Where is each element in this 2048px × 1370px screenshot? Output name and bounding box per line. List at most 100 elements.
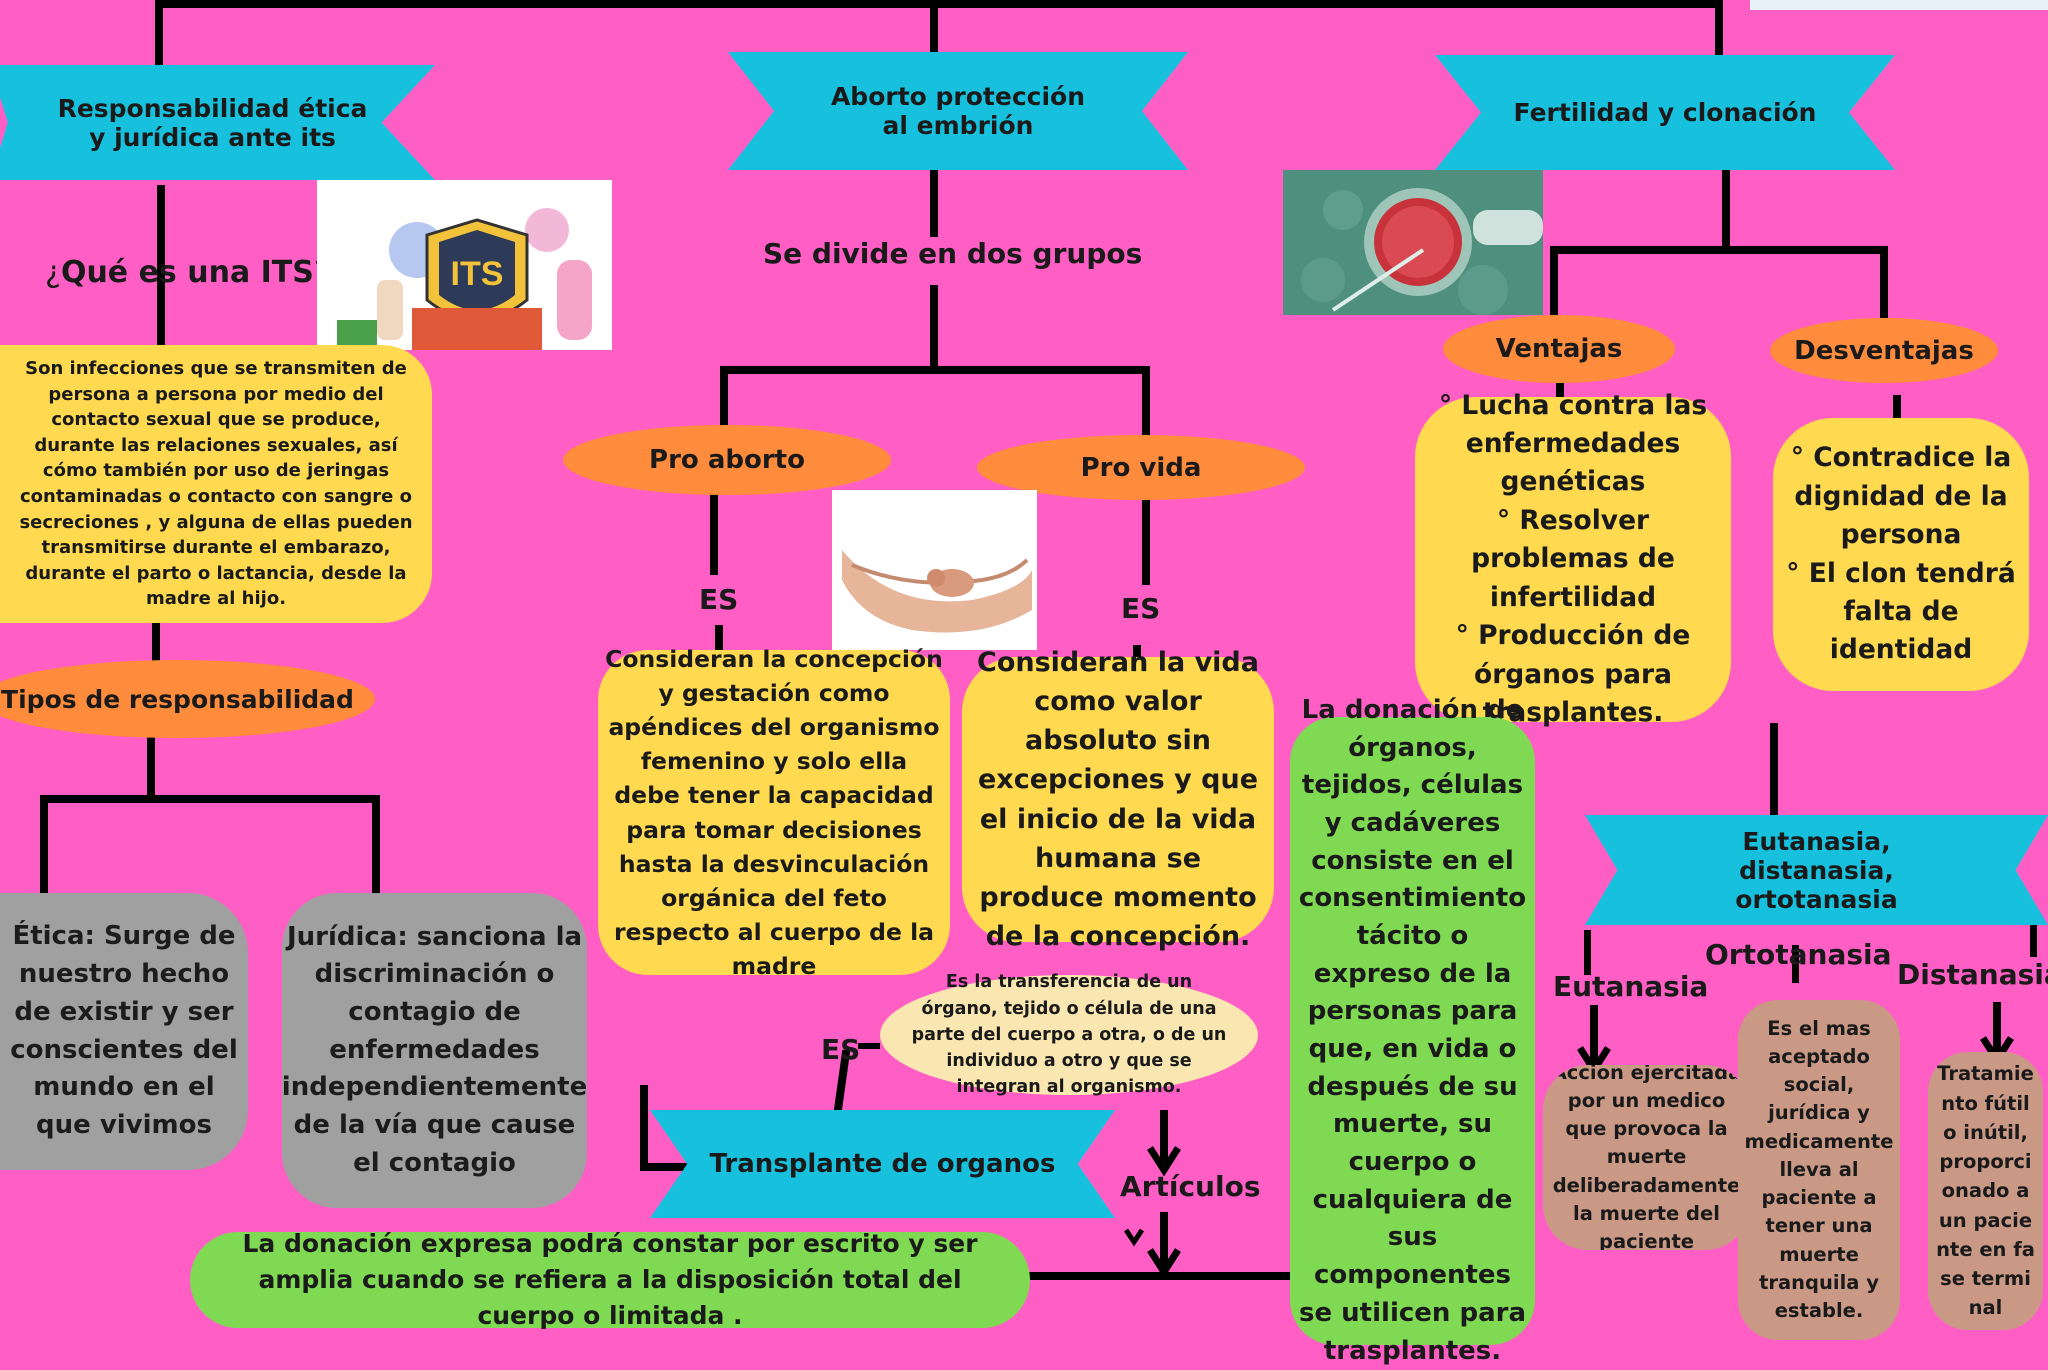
distanasia-label: Distanasia: [1897, 958, 2048, 991]
ventajas-box: ° Lucha contra las enfermedades genética…: [1415, 390, 1731, 728]
connector: [930, 165, 938, 237]
articulos-label: Artículos: [1120, 1170, 1261, 1203]
juridica-box: Jurídica: sanciona la discriminación o c…: [282, 893, 587, 1208]
desventajas-oval: Desventajas: [1770, 318, 1998, 383]
fertilization-image: [1283, 170, 1543, 315]
tipos-responsabilidad: Tipos de responsabilidad: [0, 660, 375, 738]
corner-box: [1750, 0, 2048, 10]
ventajas-item: ° Producción de órganos para trasplantes…: [1455, 620, 1691, 728]
connector: [1020, 1272, 1290, 1280]
banner-eutanasia: Eutanasia, distanasia, ortotanasia: [1585, 815, 2048, 925]
arrow-down-icon: [1147, 1248, 1181, 1278]
pro-vida-text: Pro vida: [1080, 452, 1202, 483]
banner-its-text: Responsabilidad ética y jurídica ante it…: [57, 93, 368, 152]
desventajas-item: ° Contradice la dignidad de la persona: [1790, 442, 2012, 551]
connector: [1880, 246, 1888, 318]
connector: [157, 185, 165, 345]
etica-text: Ética: Surge de nuestro hecho de existir…: [10, 921, 238, 1140]
tipos-text: Tipos de responsabilidad: [1, 684, 354, 714]
divide-label: Se divide en dos grupos: [763, 237, 1143, 270]
connector: [720, 366, 728, 436]
pro-aborto-text: Pro aborto: [649, 445, 805, 475]
ventajas-item: ° Resolver problemas de infertilidad: [1471, 504, 1675, 613]
connector: [1550, 246, 1888, 254]
connector: [930, 0, 938, 58]
connector: [147, 735, 155, 800]
connector: [1584, 930, 1591, 975]
connector: [1556, 375, 1564, 397]
pro-aborto-desc-text: Consideran la concepción y gestación com…: [605, 645, 943, 980]
connector: [720, 366, 1150, 374]
ortotanasia-desc-text: Es el mas aceptado social, jurídica y me…: [1744, 1016, 1894, 1323]
question-prefix: ¿: [45, 255, 61, 290]
transplante-definition-text: Es la transferencia de un órgano, tejido…: [911, 972, 1227, 1098]
distanasia-box: Tratamiento fútil o inútil, proporcionad…: [1928, 1052, 2043, 1330]
connector: [1590, 1005, 1598, 1065]
juridica-text: Jurídica: sanciona la discriminación o c…: [281, 921, 588, 1178]
connector: [640, 1163, 710, 1171]
embryo-image: [832, 490, 1037, 650]
arrow-down-icon: [1147, 1146, 1181, 1176]
egg-cell-icon: [1283, 170, 1543, 315]
es-left: ES: [699, 583, 739, 616]
connector: [152, 620, 160, 665]
connector: [1715, 0, 1723, 58]
ventajas-text: Ventajas: [1495, 334, 1623, 364]
ortotanasia-box: Es el mas aceptado social, jurídica y me…: [1738, 1000, 1900, 1340]
connector: [640, 1085, 648, 1170]
banner-fertilidad: Fertilidad y clonación: [1435, 55, 1895, 170]
its-illustration-icon: ITS: [337, 208, 592, 350]
connector: [372, 795, 380, 895]
desventajas-box: ° Contradice la dignidad de la persona °…: [1773, 418, 2029, 691]
banner-transplante: Transplante de organos: [650, 1110, 1115, 1218]
connector: [1893, 395, 1901, 419]
pro-aborto-desc: Consideran la concepción y gestación com…: [598, 645, 950, 980]
connector: [1722, 170, 1730, 250]
connector: [2030, 912, 2037, 957]
connector: [715, 625, 723, 650]
banner-its: Responsabilidad ética y jurídica ante it…: [0, 65, 435, 180]
donacion-tacita-text: La donación de órganos, tejidos, células…: [1298, 694, 1527, 1366]
connector: [40, 795, 48, 895]
eutanasia-label: Eutanasia: [1553, 970, 1709, 1003]
banner-eutanasia-text: Eutanasia, distanasia, ortotanasia: [1735, 826, 1898, 914]
banner-fertilidad-text: Fertilidad y clonación: [1513, 98, 1817, 127]
its-image-label: ITS: [451, 255, 504, 293]
etica-box: Ética: Surge de nuestro hecho de existir…: [0, 893, 248, 1170]
ventajas-oval: Ventajas: [1443, 315, 1675, 383]
eutanasia-box: Accion ejercitada por un medico que prov…: [1543, 1065, 1750, 1250]
donacion-expresa-text: La donación expresa podrá constar por es…: [242, 1228, 978, 1331]
pro-vida-oval: Pro vida: [977, 435, 1305, 500]
connector: [1550, 246, 1558, 318]
connector: [710, 490, 718, 575]
desventajas-item: ° El clon tendrá falta de identidad: [1786, 557, 2016, 666]
connector: [858, 1043, 880, 1049]
transplante-definition: Es la transferencia de un órgano, tejido…: [880, 972, 1258, 1097]
its-definition-text: Son infecciones que se transmiten de per…: [19, 358, 413, 610]
desventajas-text: Desventajas: [1794, 335, 1974, 366]
donacion-tacita: La donación de órganos, tejidos, células…: [1290, 695, 1535, 1366]
ortotanasia-label: Ortotanasia: [1705, 938, 1892, 971]
pro-aborto-oval: Pro aborto: [563, 425, 891, 495]
connector: [1792, 945, 1799, 983]
connector: [1133, 645, 1141, 657]
distanasia-desc-text: Tratamiento fútil o inútil, proporcionad…: [1936, 1062, 2035, 1320]
connector: [40, 795, 380, 803]
connector: [1160, 1110, 1168, 1170]
es-right: ES: [1121, 592, 1161, 625]
donacion-expresa: La donación expresa podrá constar por es…: [190, 1229, 1030, 1330]
banner-aborto: Aborto protección al embrión: [728, 52, 1188, 170]
es-transplante: ES: [821, 1033, 861, 1066]
pro-vida-desc: Consideran la vida como valor absoluto s…: [962, 647, 1274, 952]
its-question: ¿Qué es una ITS?: [45, 255, 330, 290]
connector: [1142, 495, 1150, 585]
connector: [1770, 723, 1778, 818]
banner-transplante-text: Transplante de organos: [709, 1149, 1056, 1179]
connector: [930, 285, 938, 370]
hands-embryo-icon: [842, 550, 1032, 633]
top-connector: [155, 0, 1723, 8]
ventajas-item: ° Lucha contra las enfermedades genética…: [1438, 389, 1708, 498]
question-bold: Qué es una ITS: [60, 255, 314, 290]
connector: [1993, 1002, 2001, 1052]
connector: [1160, 1212, 1168, 1277]
